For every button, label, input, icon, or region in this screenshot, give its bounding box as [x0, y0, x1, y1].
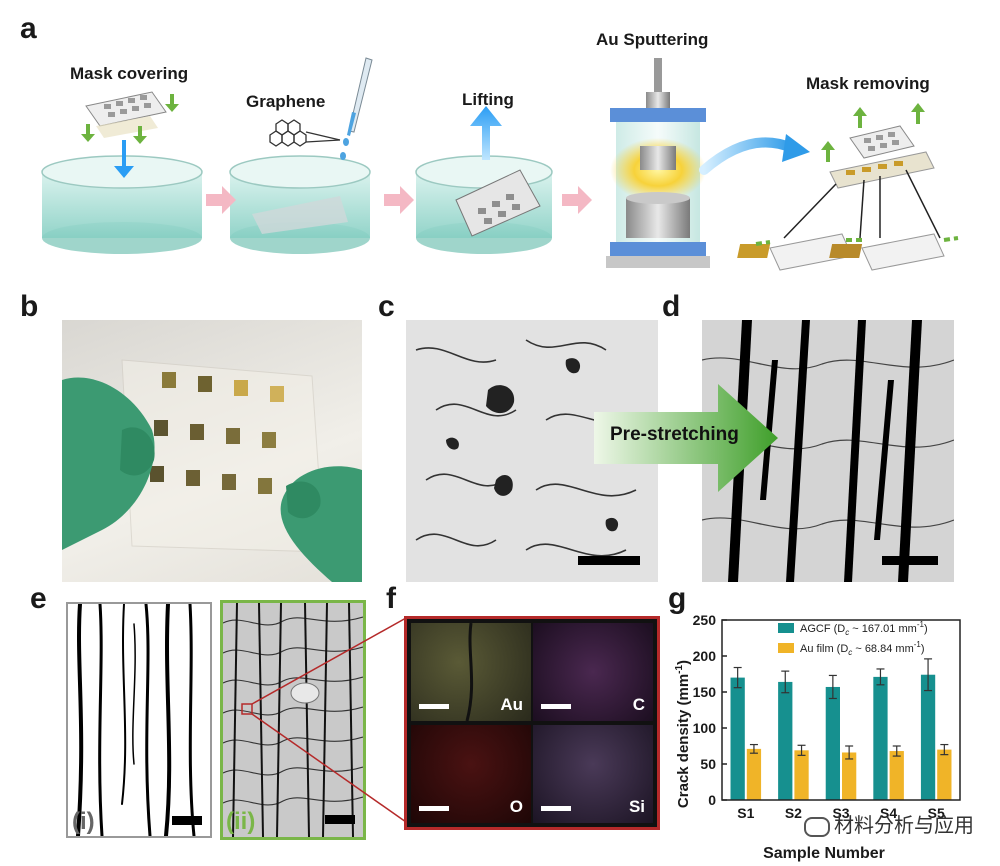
scale-bar-e-i	[172, 816, 202, 825]
sputtering-chamber	[606, 58, 710, 268]
x-tick-label: S5	[928, 805, 945, 821]
mask-removing-schematic	[737, 103, 959, 271]
step-label-au-sputtering: Au Sputtering	[596, 30, 709, 49]
panel-label-b: b	[20, 290, 39, 323]
legend-swatch-au-film	[778, 643, 794, 653]
eds-map-frame: Au C O Si	[404, 616, 660, 830]
step-label-mask-removing: Mask removing	[806, 74, 930, 93]
plot-frame	[721, 619, 961, 801]
pipette-icon	[340, 57, 373, 160]
y-tick-label: 250	[693, 612, 717, 628]
y-tick-label: 150	[693, 684, 717, 700]
watermark-icon	[804, 816, 830, 837]
bar-au-film-S5	[937, 749, 952, 800]
crack-trace-image	[66, 602, 212, 838]
watermark: 材料分析与应用	[804, 809, 974, 838]
step-label-lifting: Lifting	[462, 90, 514, 109]
step-label-graphene: Graphene	[246, 92, 326, 111]
legend-label-agcf: AGCF (Dc ~ 167.01 mm-1)	[800, 620, 928, 637]
panel-label-g: g	[668, 582, 687, 615]
x-tick-label: S3	[832, 805, 849, 821]
flow-arrows	[206, 186, 592, 214]
bar-au-film-S3	[842, 752, 857, 800]
bar-agcf-S1	[730, 677, 745, 800]
panel-label-e: e	[30, 582, 47, 615]
scale-bar-d	[882, 556, 938, 565]
sem-image-after	[702, 320, 954, 582]
bar-au-film-S1	[746, 748, 762, 800]
eds-tile-c: C	[533, 623, 653, 721]
graphene-icon	[269, 119, 341, 147]
process-schematic	[41, 57, 959, 271]
step-label-mask-covering: Mask covering	[70, 64, 189, 83]
pre-stretching-arrow	[594, 384, 778, 492]
eds-tile-au: Au	[411, 623, 531, 721]
eds-label-si: Si	[628, 797, 645, 816]
petri-dish-3	[415, 155, 553, 254]
legend-swatch-agcf	[778, 623, 794, 633]
petri-dish-2	[229, 155, 371, 254]
scale-bar-e-ii	[325, 815, 355, 824]
crack-sem-image	[220, 600, 366, 840]
bar-agcf-S5	[920, 674, 936, 800]
label-e-ii: (ii)	[226, 808, 256, 835]
x-tick-label: S4	[880, 805, 897, 821]
panel-label-d: d	[662, 290, 681, 323]
y-tick-label: 100	[693, 720, 717, 736]
lifting-arrow	[470, 106, 502, 160]
bar-au-film-S4	[889, 751, 904, 800]
x-tick-label: S1	[737, 805, 754, 821]
bar-agcf-S3	[825, 686, 840, 800]
bar-agcf-S4	[873, 676, 888, 800]
watermark-text: 材料分析与应用	[834, 813, 974, 837]
panel-label-a: a	[20, 12, 37, 45]
eds-label-o: O	[509, 797, 523, 816]
eds-tile-si: Si	[533, 725, 653, 823]
scale-bar-c	[578, 556, 640, 565]
device-photo	[62, 320, 362, 582]
eds-tile-o: O	[411, 725, 531, 823]
green-arrows-down	[81, 94, 179, 144]
blue-arrow-down	[114, 140, 134, 178]
panel-label-c: c	[378, 290, 395, 323]
legend-label-au-film: Au film (Dc ~ 68.84 mm-1)	[800, 640, 925, 657]
y-tick-label: 50	[700, 756, 716, 772]
x-axis-label: Sample Number	[763, 845, 885, 862]
y-tick-label: 0	[708, 792, 716, 808]
eds-label-au: Au	[500, 695, 523, 714]
panel-label-f: f	[386, 582, 396, 615]
label-e-i: (i)	[72, 808, 95, 835]
y-axis-label: Crack density (mm-1)	[674, 660, 692, 808]
mask-sheet	[85, 91, 167, 138]
y-tick-label: 200	[693, 648, 717, 664]
eds-label-c: C	[632, 695, 645, 714]
x-tick-label: S2	[785, 805, 802, 821]
bar-agcf-S2	[778, 681, 793, 800]
bar-au-film-S2	[794, 750, 809, 800]
curved-arrow	[699, 137, 797, 175]
pre-stretching-label: Pre-stretching	[610, 424, 739, 445]
